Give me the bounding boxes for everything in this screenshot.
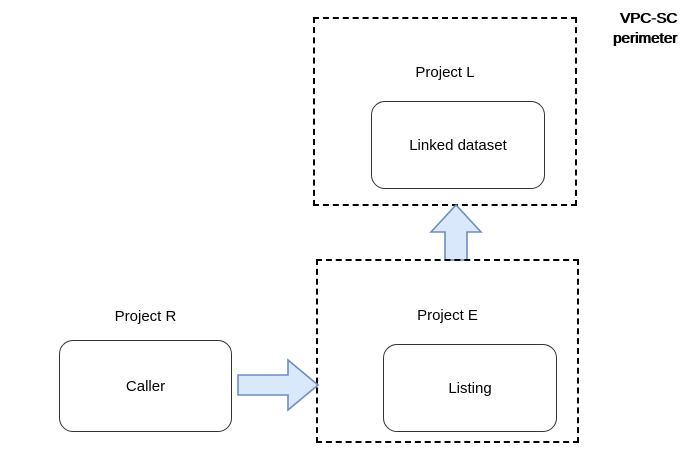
- node-caller-label: Caller: [125, 377, 166, 395]
- node-linked-dataset-label: Linked dataset: [409, 136, 507, 154]
- node-listing-label: Listing: [448, 379, 492, 397]
- vpc-sc-perimeter-project-e: [316, 259, 579, 443]
- project-label-e: Project E: [417, 307, 478, 324]
- project-label-r: Project R: [114, 308, 177, 325]
- perimeter-label-line-2: perimeter: [613, 30, 678, 47]
- arrow-listing-to-linked-dataset-icon: [428, 203, 484, 261]
- vpc-sc-perimeter-project-l: [313, 17, 577, 206]
- node-listing[interactable]: Listing: [383, 344, 557, 432]
- perimeter-label-line-1: VPC-SC: [619, 10, 677, 27]
- vpc-sc-perimeter-label-project-e: VPC-SC perimeter: [614, 9, 678, 49]
- project-label-l: Project L: [415, 64, 475, 81]
- node-caller[interactable]: Caller: [59, 340, 232, 432]
- node-linked-dataset[interactable]: Linked dataset: [371, 101, 545, 189]
- perimeter-label-line-1: VPC-SC: [620, 10, 678, 27]
- perimeter-label-line-2: perimeter: [612, 30, 677, 47]
- arrow-caller-to-listing-icon: [236, 358, 320, 412]
- vpc-sc-perimeter-label-project-l: VPC-SC perimeter: [613, 9, 677, 49]
